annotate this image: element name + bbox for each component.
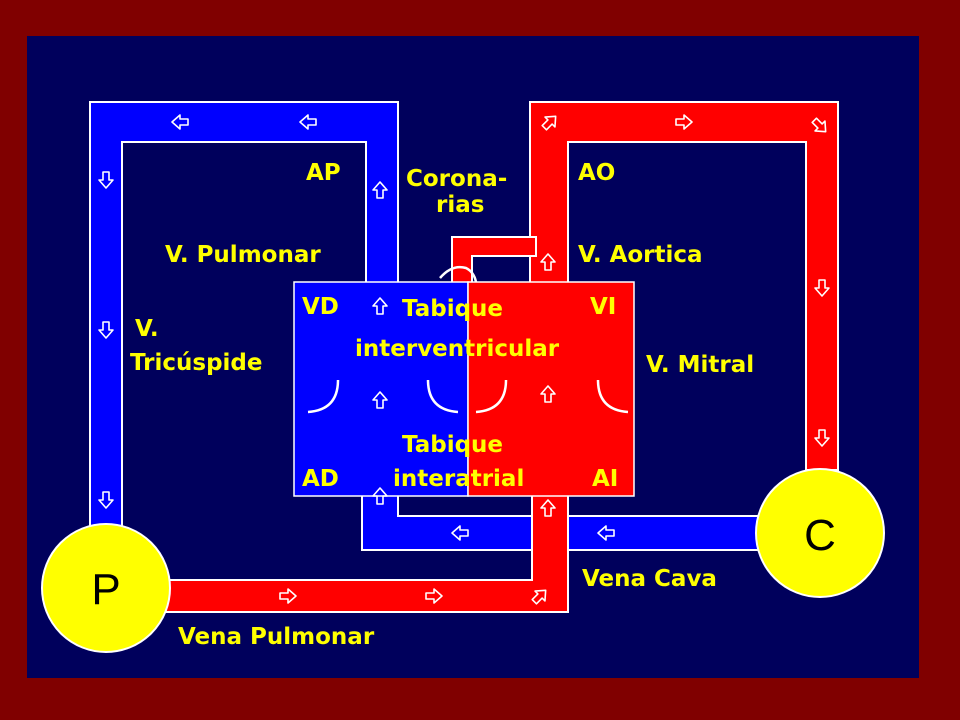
flow-arrow-icon-9 [372,487,388,505]
flow-arrow-icon-13 [675,114,693,130]
flow-arrow-icon-2 [299,114,317,130]
label-coronarias-line1: Corona- [406,166,507,192]
flow-arrow-icon-10 [451,525,469,541]
flow-arrow-icon-16 [814,429,830,447]
label-vi: VI [590,294,616,320]
pulmonary-circulation-node [41,523,171,653]
flow-arrow-icon-14 [811,117,827,133]
label-v-aortica: V. Aortica [578,242,703,268]
mitral-valve-right-leaflet [596,379,629,414]
flow-arrow-icon-12 [541,115,557,131]
label-ap: AP [306,160,341,186]
label-coronarias-line2: rias [436,192,484,218]
label-v-mitral: V. Mitral [646,352,754,378]
coronary-vessel [451,236,537,285]
flow-arrow-icon-6 [372,181,388,199]
label-v-pulmonar: V. Pulmonar [165,242,321,268]
flow-arrow-icon-20 [425,588,443,604]
flow-arrow-icon-5 [98,491,114,509]
label-tabique-interventricular-line2: interventricular [355,336,560,362]
flow-arrow-icon-21 [531,589,547,605]
label-vd: VD [302,294,339,320]
label-ai: AI [592,466,618,492]
label-tabique-interatrial-line1: Tabique [402,432,503,458]
flow-arrow-icon-22 [540,499,556,517]
right-heart [293,281,469,497]
arterial-vessels [159,101,839,613]
flow-arrow-icon-4 [98,321,114,339]
semilunar-valve [439,265,478,283]
flow-arrow-icon-1 [171,114,189,130]
label-tabique-interventricular-line1: Tabique [402,296,503,322]
tricuspid-valve-right-leaflet [426,379,459,414]
valve-arcs [307,265,629,414]
flow-arrows [98,114,830,605]
flow-arrow-icon-15 [814,279,830,297]
flow-arrow-icon-7 [372,297,388,315]
systemic-circulation-node [755,468,885,598]
node-label-c: C [804,511,836,560]
label-v-tricuspide-line1: V. [135,316,159,342]
node-label-p: P [91,565,120,614]
flow-arrow-icon-3 [98,171,114,189]
label-tabique-interatrial-line2: interatrial [393,466,524,492]
mitral-valve-left-leaflet [475,379,508,414]
flow-arrow-icon-18 [540,385,556,403]
flow-arrow-icon-11 [597,525,615,541]
label-ad: AD [302,466,339,492]
label-vena-pulmonar: Vena Pulmonar [178,624,375,650]
label-ao: AO [578,160,615,186]
flow-arrow-icon-19 [279,588,297,604]
flow-arrow-icon-8 [372,391,388,409]
circulation-diagram: P C AP Corona- rias AO V. Pulmonar V. Ao… [27,36,919,678]
labels: AP Corona- rias AO V. Pulmonar V. Aortic… [130,160,754,650]
label-v-tricuspide-line2: Tricúspide [130,350,263,376]
flow-arrow-icon-17 [540,253,556,271]
tricuspid-valve-left-leaflet [307,379,340,414]
label-vena-cava: Vena Cava [582,566,717,592]
